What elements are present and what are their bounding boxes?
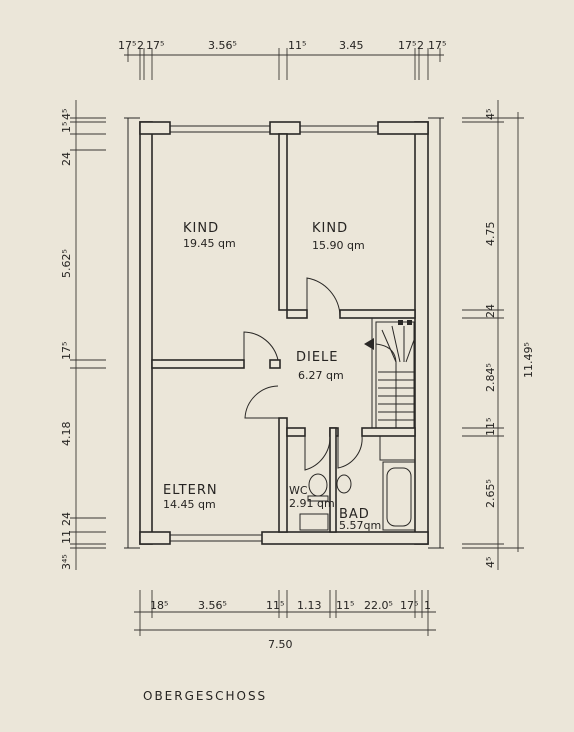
room-bad-name: BAD [339, 507, 370, 522]
dimensions-bottom: 18⁵ 3.56⁵ 11⁵ 1.13 11⁵ 22.0⁵ 17⁵ 1 7.50 [134, 590, 436, 651]
doors [243, 277, 363, 471]
dim-top-1: 17⁵ [118, 39, 136, 52]
floor-title: OBERGESCHOSS [143, 689, 267, 703]
room-diele-name: DIELE [296, 350, 339, 365]
dim-top-8: 2 [417, 39, 424, 52]
dim-left-8: 11 [60, 530, 73, 544]
dim-bottom-3: 11⁵ [266, 599, 284, 612]
dim-left-9: 3⁴⁵ [60, 554, 73, 570]
dim-left-5: 17⁵ [60, 342, 73, 360]
room-labels: KIND 19.45 qm KIND 15.90 qm DIELE 6.27 q… [163, 221, 381, 532]
room-eltern-area: 14.45 qm [163, 498, 216, 511]
room-wc-name: WC [289, 484, 308, 497]
dimensions-top: 17⁵ 2 17⁵ 3.56⁵ 11⁵ 3.45 17⁵ 2 17⁵ [118, 39, 446, 80]
room-eltern-name: ELTERN [163, 483, 218, 498]
dim-top-6: 3.45 [339, 39, 364, 52]
dim-left-1: 4⁵ [60, 109, 73, 120]
dim-left-2: 1⁵ [60, 122, 73, 133]
dimensions-right: 4⁵ 4.75 24 2.84⁵ 11⁵ 2.65⁵ 4⁵ 11.49⁵ [462, 100, 535, 570]
bad-sink-icon [336, 474, 352, 494]
room-kind-1-name: KIND [183, 221, 219, 236]
dim-top-7: 17⁵ [398, 39, 416, 52]
dim-top-9: 17⁵ [428, 39, 446, 52]
dim-top-2: 2 [137, 39, 144, 52]
sanitary [299, 435, 416, 531]
staircase [364, 320, 415, 429]
room-wc-area: 2.91 qm [289, 497, 335, 510]
dim-top-3: 17⁵ [146, 39, 164, 52]
dim-bottom-7: 17⁵ [400, 599, 418, 612]
dim-bottom-5: 11⁵ [336, 599, 354, 612]
dim-right-1: 4⁵ [484, 109, 497, 120]
dim-bottom-6: 22.0⁵ [364, 599, 393, 612]
dim-top-4: 3.56⁵ [208, 39, 237, 52]
dim-bottom-8: 1 [424, 599, 431, 612]
dim-bottom-1: 18⁵ [150, 599, 168, 612]
dim-right-7: 4⁵ [484, 557, 497, 568]
toilet-icon [308, 473, 328, 497]
room-kind-2-name: KIND [312, 221, 348, 236]
dim-left-7: 24 [60, 512, 73, 526]
dim-right-6: 2.65⁵ [484, 479, 497, 508]
room-bad-area: 5.57qm [339, 519, 381, 532]
dim-bottom-2: 3.56⁵ [198, 599, 227, 612]
dim-right-2: 4.75 [484, 222, 497, 247]
outer-walls [124, 117, 444, 549]
dim-left-4: 5.62⁵ [60, 249, 73, 278]
dim-total-width: 7.50 [268, 638, 293, 651]
dimensions-left: 4⁵ 1⁵ 24 5.62⁵ 17⁵ 4.18 24 11 3⁴⁵ [60, 100, 106, 570]
room-kind-1-area: 19.45 qm [183, 237, 236, 250]
dim-right-4: 2.84⁵ [484, 363, 497, 392]
room-diele-area: 6.27 qm [298, 369, 344, 382]
stair-arrow-icon [364, 338, 374, 350]
dim-bottom-4: 1.13 [297, 599, 322, 612]
wc-sink-icon [299, 513, 329, 531]
dim-total-depth: 11.49⁵ [522, 342, 535, 378]
dim-right-3: 24 [484, 304, 497, 318]
dim-left-6: 4.18 [60, 422, 73, 447]
bathtub-icon [382, 461, 416, 531]
dim-right-5: 11⁵ [484, 418, 497, 436]
dim-top-5: 11⁵ [288, 39, 306, 52]
room-kind-2-area: 15.90 qm [312, 239, 365, 252]
dim-left-3: 24 [60, 152, 73, 166]
